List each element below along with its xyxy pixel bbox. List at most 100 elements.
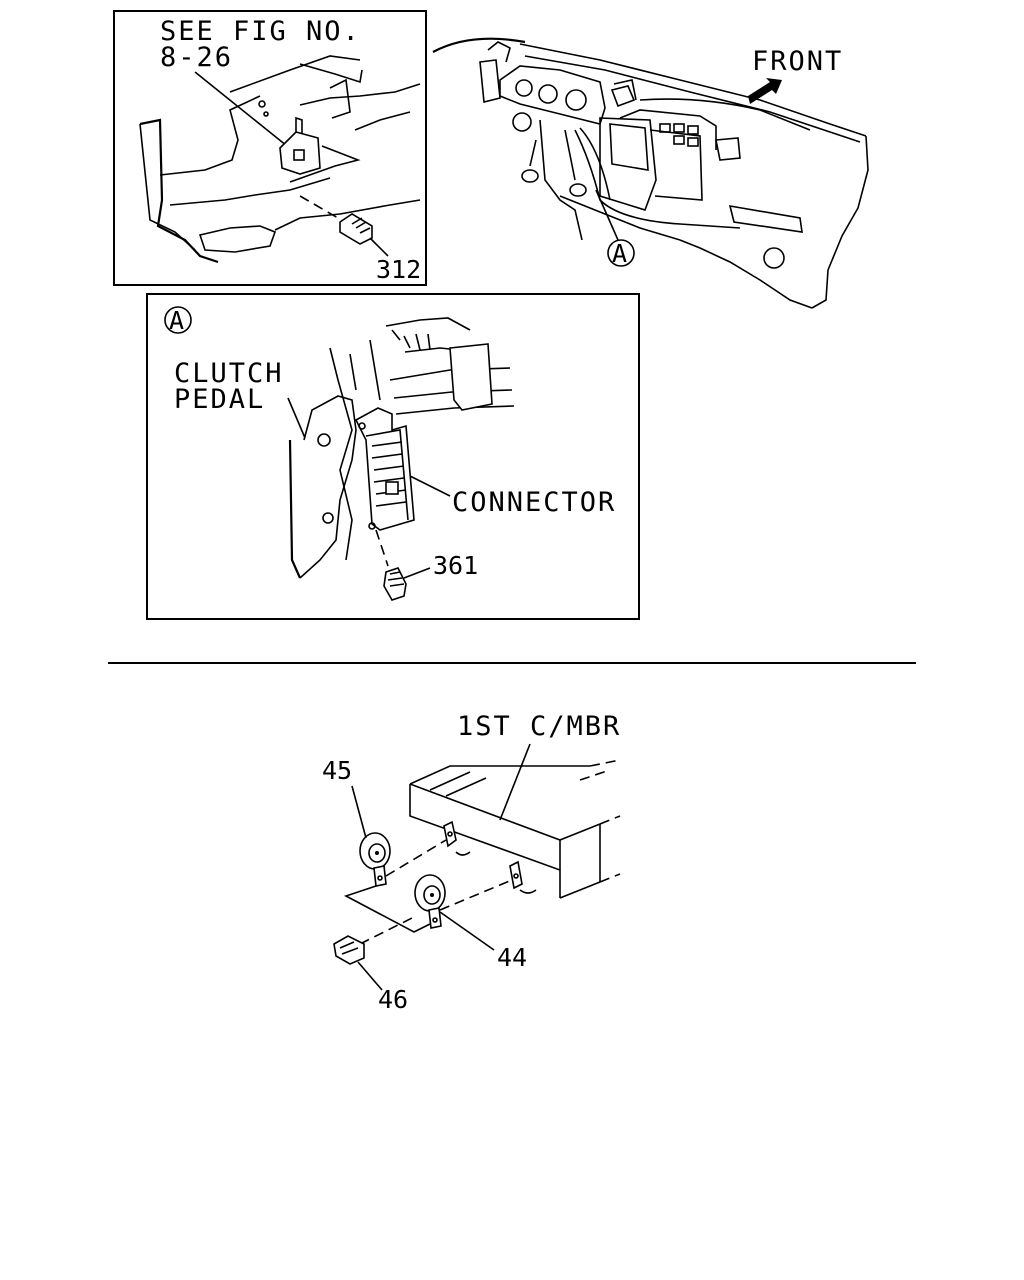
horn-45-icon — [359, 832, 391, 887]
callout-44: 44 — [497, 943, 527, 972]
bracket-right — [509, 860, 523, 890]
detail-marker-circle — [164, 306, 192, 334]
bracket-hole-upper — [358, 422, 366, 430]
marker-a-leader — [595, 189, 619, 241]
bracket-hole-lower — [368, 522, 376, 530]
pedal-arm-2 — [564, 129, 576, 181]
glovebox-handle — [728, 205, 803, 233]
bracket-left — [443, 820, 457, 848]
glove-box — [649, 129, 703, 201]
vent-box — [613, 79, 637, 101]
cm-channel — [429, 771, 487, 797]
cm-dash-ends — [599, 815, 621, 883]
switch-panel — [619, 109, 717, 150]
dash-edge — [299, 83, 421, 106]
hole-mark-2 — [263, 111, 269, 117]
reference-text-line1: SEE FIG NO. — [160, 16, 361, 47]
callout-361-leader — [403, 567, 431, 579]
connector-leader — [409, 475, 451, 497]
callout-45-leader — [351, 785, 367, 839]
dash-top-edge — [519, 43, 867, 137]
reference-leader — [194, 71, 293, 151]
gauge-1 — [515, 79, 533, 97]
switch-3 — [687, 125, 699, 135]
support-edge — [329, 347, 353, 561]
wire-bundle-top — [385, 317, 471, 331]
instrument-cluster — [499, 65, 606, 125]
speaker-grille — [763, 247, 785, 269]
cm-bottom-right — [559, 881, 601, 899]
panel-fold — [299, 63, 363, 84]
vent-right — [715, 137, 741, 161]
callout-45: 45 — [322, 756, 352, 785]
wire-hooks — [455, 851, 537, 894]
marker-a-text: A — [612, 239, 627, 268]
callout-46-leader — [357, 961, 383, 991]
marker-a-circle — [607, 239, 635, 267]
dashboard-view: FRONT — [432, 37, 869, 309]
floor-edge — [169, 177, 331, 206]
callout-312: 312 — [376, 255, 421, 284]
front-arrow-icon — [748, 78, 782, 104]
detail-frame — [146, 293, 640, 620]
switch-5 — [687, 137, 699, 147]
cm-top-front — [409, 783, 601, 841]
harness-branch — [579, 127, 611, 201]
connector-latch — [385, 481, 399, 495]
inset-frame — [113, 10, 427, 286]
callout-46: 46 — [378, 985, 408, 1014]
bolt-361-path — [375, 529, 389, 567]
gauge-2 — [538, 84, 558, 104]
horn-view: 1ST C/MBR — [322, 711, 621, 1014]
switch-2 — [673, 123, 685, 133]
harness-connector — [449, 343, 493, 411]
bolt-46-icon — [333, 935, 365, 965]
dash-bottom-edge — [679, 239, 813, 309]
panel-line — [354, 111, 411, 131]
mount-bracket — [289, 145, 361, 183]
dash-bottom-left — [559, 195, 681, 241]
crossmember-leader — [499, 743, 531, 821]
bolt-312-icon — [339, 213, 373, 245]
pedal-bracket — [299, 395, 357, 579]
cab-arc — [432, 37, 526, 53]
clutch-label-line2: PEDAL — [174, 384, 265, 415]
bracket-right-hole — [513, 873, 519, 879]
pedal-pad-2 — [569, 183, 587, 197]
clutch-label-line1: CLUTCH — [174, 358, 284, 389]
panel-edge — [159, 95, 261, 176]
detail-a-inset: A CLUTCH PEDAL CONNECTOR 361 — [146, 293, 640, 620]
bolt-361-icon — [383, 567, 407, 601]
horn45-attach-dash — [385, 839, 447, 877]
switch-4 — [673, 135, 685, 145]
panel-top — [229, 55, 361, 93]
cm-hidden-line — [579, 769, 611, 781]
bolt-46-dash — [359, 917, 413, 945]
column-lower — [539, 119, 583, 241]
cm-front-left — [409, 784, 561, 898]
crossmember-label: 1ST C/MBR — [457, 711, 621, 742]
floor-rear — [274, 199, 421, 231]
gauge-3 — [565, 89, 587, 111]
reference-text-line2: 8-26 — [160, 42, 233, 73]
wire-strands — [391, 329, 431, 351]
connector-label: CONNECTOR — [452, 487, 616, 518]
column-top — [487, 41, 511, 63]
bracket-shape — [329, 78, 351, 119]
hole-mark — [258, 100, 266, 108]
floor-recess — [198, 225, 277, 253]
dash-right-edge — [811, 135, 869, 309]
switch-1 — [659, 123, 671, 133]
pivot-hole-upper — [317, 433, 331, 447]
detail-marker-text: A — [169, 306, 184, 335]
callout-312-leader — [369, 237, 389, 257]
harness-upper — [639, 98, 811, 131]
bolt-path-dashed — [299, 195, 346, 223]
pedal-pad-1 — [521, 169, 539, 183]
knob-left — [512, 112, 532, 132]
front-label: FRONT — [752, 46, 843, 77]
horn-pair-outline — [343, 885, 431, 933]
column-switch — [479, 59, 501, 104]
clutch-leader — [287, 397, 306, 439]
